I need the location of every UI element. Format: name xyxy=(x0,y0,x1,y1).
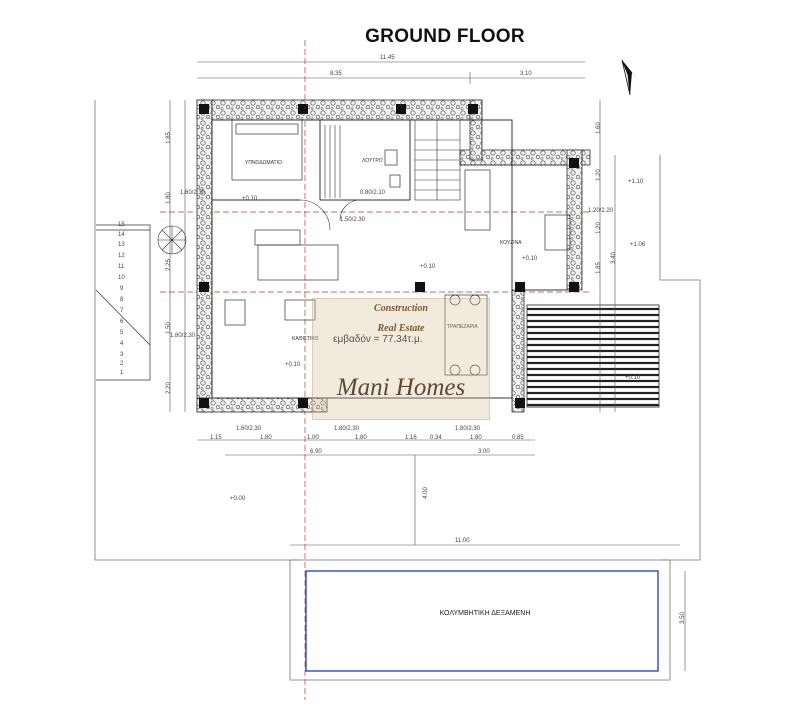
room-label-dining: ΤΡΑΠΕΖΑΡΙΑ xyxy=(447,324,478,330)
room-label-kitchen: ΚΟΥΖΙΝΑ xyxy=(500,240,522,246)
room-label-pool: ΚΟΛΥΜΒΗΤΙΚΗ ΔΕΞΑΜΕΝΗ xyxy=(439,610,531,617)
room-label-living: ΚΑΘΙΣΤΙΚΟ xyxy=(292,336,319,342)
dim-top-total: 11.45 xyxy=(380,55,395,61)
dim-right-3: 1.85 xyxy=(595,262,602,274)
stair-step-number: 1 xyxy=(120,370,124,376)
opening-tag: 1.50/2.30 xyxy=(340,217,366,223)
furniture xyxy=(224,119,571,376)
opening-tag: 1.80/2.30 xyxy=(455,426,481,432)
level-kitchen: +0.10 xyxy=(522,256,538,262)
dim-right-0: 1.60 xyxy=(595,122,602,134)
dim-left-4: 2.20 xyxy=(165,382,172,394)
page-title: GROUND FLOOR xyxy=(365,26,525,47)
dim-pool-width: 3.50 xyxy=(679,612,686,624)
columns xyxy=(199,104,579,408)
watermark: Construction Real Estate εμβαδόν = 77.34… xyxy=(312,298,490,420)
stair-step-number: 5 xyxy=(120,330,124,336)
dim-center-gap: 4.00 xyxy=(422,487,429,499)
dim-bottom-1: 1.80 xyxy=(260,435,272,441)
outdoor-stairs xyxy=(95,224,151,381)
dimension-lines xyxy=(169,61,686,671)
axis-lines xyxy=(160,40,590,700)
opening-tag: 1.80/2.30 xyxy=(170,333,196,339)
stair-step-number: 11 xyxy=(118,264,125,270)
opening-tag: 1.60/2.30 xyxy=(236,426,262,432)
opening-tag: 1.60/2.30 xyxy=(180,190,206,196)
room-label-bedroom: ΥΠΝΟΔΩΜΑΤΙΟ xyxy=(245,160,282,166)
level-center: +0.10 xyxy=(420,264,436,270)
level-pergola: +0.10 xyxy=(625,375,641,381)
opening-tag: 0.80/2.10 xyxy=(360,190,386,196)
stair-step-number: 10 xyxy=(118,275,125,281)
watermark-brand: Mani Homes xyxy=(336,374,466,401)
room-label-wc: ΛΟΥΤΡΟ xyxy=(362,158,383,164)
dim-right-2: 1.20 xyxy=(595,222,602,234)
door-swings xyxy=(299,199,361,231)
stair-step-number: 7 xyxy=(120,308,124,314)
stair-step-number: 9 xyxy=(120,286,124,292)
pool xyxy=(305,570,659,672)
opening-tag: 1.80/2.30 xyxy=(334,426,360,432)
interior-stair xyxy=(324,119,461,201)
stair-step-number: 14 xyxy=(118,232,125,238)
dim-top-left: 8.35 xyxy=(330,71,342,77)
interior-walls xyxy=(211,119,567,399)
dim-bottom-4: 1.16 xyxy=(405,435,417,441)
site-lines xyxy=(94,100,701,681)
watermark-line1: Construction xyxy=(374,303,428,314)
dim-right-1: 1.20 xyxy=(595,169,602,181)
stair-step-number: 12 xyxy=(118,253,125,259)
level-ground: +0.00 xyxy=(230,496,246,502)
dim-bottom-5: 0.34 xyxy=(430,435,442,441)
north-arrow-icon xyxy=(621,59,640,96)
dim-bottom-sub-left: 6.90 xyxy=(310,449,322,455)
stair-step-number: 4 xyxy=(120,341,124,347)
dim-left-1: 1.80 xyxy=(165,192,172,204)
opening-tag: 1.20/2.20 xyxy=(588,208,614,214)
dim-bottom-0: 1.15 xyxy=(210,435,222,441)
dim-bottom-total: 11.00 xyxy=(455,538,470,544)
watermark-area: εμβαδόν = 77.34τ.μ. xyxy=(333,334,423,345)
stair-step-number: 13 xyxy=(118,242,125,248)
stair-step-number: 2 xyxy=(120,361,124,367)
dim-left-0: 1.85 xyxy=(165,132,172,144)
dim-bottom-sub-right: 3.00 xyxy=(478,449,490,455)
level-living: +0.10 xyxy=(285,362,301,368)
watermark-line2: Real Estate xyxy=(377,323,425,334)
level-bedroom: +0.10 xyxy=(242,196,258,202)
level-right-2: +1.06 xyxy=(630,242,646,248)
dim-left-2: 2.25 xyxy=(165,259,172,271)
dim-right-4: 3.40 xyxy=(610,252,617,264)
tree-icon xyxy=(157,225,187,255)
dim-bottom-6: 1.80 xyxy=(470,435,482,441)
stair-step-number: 15 xyxy=(118,222,125,228)
stair-step-number: 3 xyxy=(120,352,124,358)
level-right-1: +1.10 xyxy=(628,179,644,185)
dim-top-right: 3.10 xyxy=(520,71,532,77)
dim-bottom-3: 1.80 xyxy=(355,435,367,441)
stair-step-number: 6 xyxy=(120,319,124,325)
stair-step-number: 8 xyxy=(120,297,124,303)
dim-bottom-2: 1.00 xyxy=(307,435,319,441)
dim-bottom-7: 0.85 xyxy=(512,435,524,441)
pergola xyxy=(526,304,660,408)
